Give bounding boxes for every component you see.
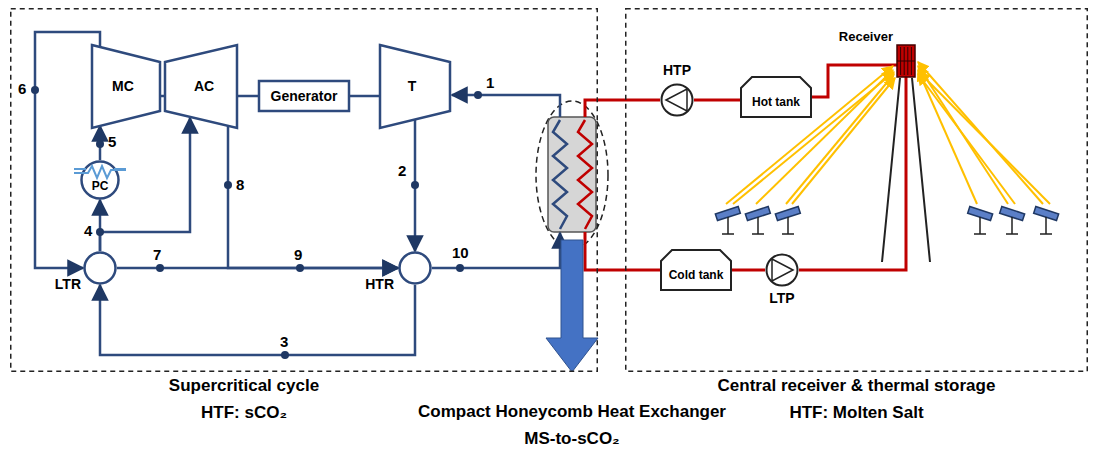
pump: LTP bbox=[765, 253, 799, 287]
storage-tank: Hot tank bbox=[740, 76, 812, 118]
callout-number: 2 bbox=[398, 162, 406, 179]
node-label: LTR bbox=[41, 276, 81, 292]
pump: HTP bbox=[660, 83, 694, 117]
callout-number: 5 bbox=[108, 133, 116, 150]
node-label: PC bbox=[80, 180, 120, 194]
node-label: MC bbox=[112, 78, 134, 94]
flow-line bbox=[694, 99, 740, 102]
pump-outline bbox=[660, 83, 694, 117]
generator-box: Generator bbox=[258, 80, 350, 112]
node-label: T bbox=[408, 78, 417, 94]
cycle-group: Supercritical cycleHTF: sCO₂MCACGenerato… bbox=[10, 8, 598, 372]
callout-number: 8 bbox=[236, 176, 244, 193]
flow-line bbox=[237, 95, 258, 98]
node-label: HTR bbox=[354, 276, 394, 292]
node-label: Hot tank bbox=[752, 96, 800, 110]
callout-number: 10 bbox=[452, 244, 469, 261]
compressor: MC bbox=[92, 45, 160, 128]
recuperator: LTR bbox=[83, 251, 117, 285]
pump-outline bbox=[765, 253, 799, 287]
flow-line bbox=[228, 126, 398, 268]
callout-number: 1 bbox=[486, 74, 494, 91]
flow-line bbox=[350, 95, 380, 98]
receiver-outline bbox=[897, 45, 915, 77]
heat-exchanger bbox=[548, 117, 596, 232]
co2-line-1 bbox=[452, 95, 560, 117]
turbine: T bbox=[380, 45, 450, 128]
callout-number: 3 bbox=[280, 333, 288, 350]
caption: MS-to-sCO₂ bbox=[372, 429, 772, 449]
node-label: Supercritical cycle bbox=[0, 376, 538, 396]
cooler: PC bbox=[80, 160, 120, 200]
hx-co2-channel bbox=[553, 120, 567, 229]
callout-number: 4 bbox=[84, 222, 92, 239]
salt-line-hot bbox=[585, 100, 660, 117]
node-label: Generator bbox=[271, 88, 338, 104]
node-label: Receiver bbox=[825, 30, 893, 45]
node-label: AC bbox=[194, 78, 214, 94]
recuperator-outline bbox=[398, 251, 432, 285]
heliostats bbox=[715, 206, 1058, 234]
solar-group-outline bbox=[625, 8, 1088, 372]
callout-arrow bbox=[546, 240, 598, 372]
callout-number: 6 bbox=[18, 80, 26, 97]
caption: Compact Honeycomb Heat Exchanger bbox=[372, 402, 772, 422]
node-label: Cold tank bbox=[669, 269, 724, 283]
node-label: HTP bbox=[647, 62, 707, 78]
callout-number: 7 bbox=[153, 246, 161, 263]
hx-salt-channel bbox=[578, 120, 592, 229]
tower bbox=[882, 78, 930, 262]
receiver: Receiver bbox=[897, 45, 915, 77]
compressor: AC bbox=[165, 45, 237, 128]
solar-group: Central receiver & thermal storageHTF: M… bbox=[625, 8, 1088, 372]
node-label: LTP bbox=[752, 290, 812, 306]
storage-tank: Cold tank bbox=[660, 249, 732, 291]
flow-line bbox=[35, 32, 100, 268]
recuperator-outline bbox=[83, 251, 117, 285]
node-label: Central receiver & thermal storage bbox=[625, 376, 1088, 396]
flow-line bbox=[100, 285, 415, 355]
sun-rays bbox=[726, 62, 1050, 204]
salt-line-cold bbox=[585, 232, 660, 270]
recuperator: HTR bbox=[398, 251, 432, 285]
co2-line-10 bbox=[432, 233, 560, 268]
callout-number: 9 bbox=[294, 246, 302, 263]
flow-line bbox=[732, 269, 765, 272]
